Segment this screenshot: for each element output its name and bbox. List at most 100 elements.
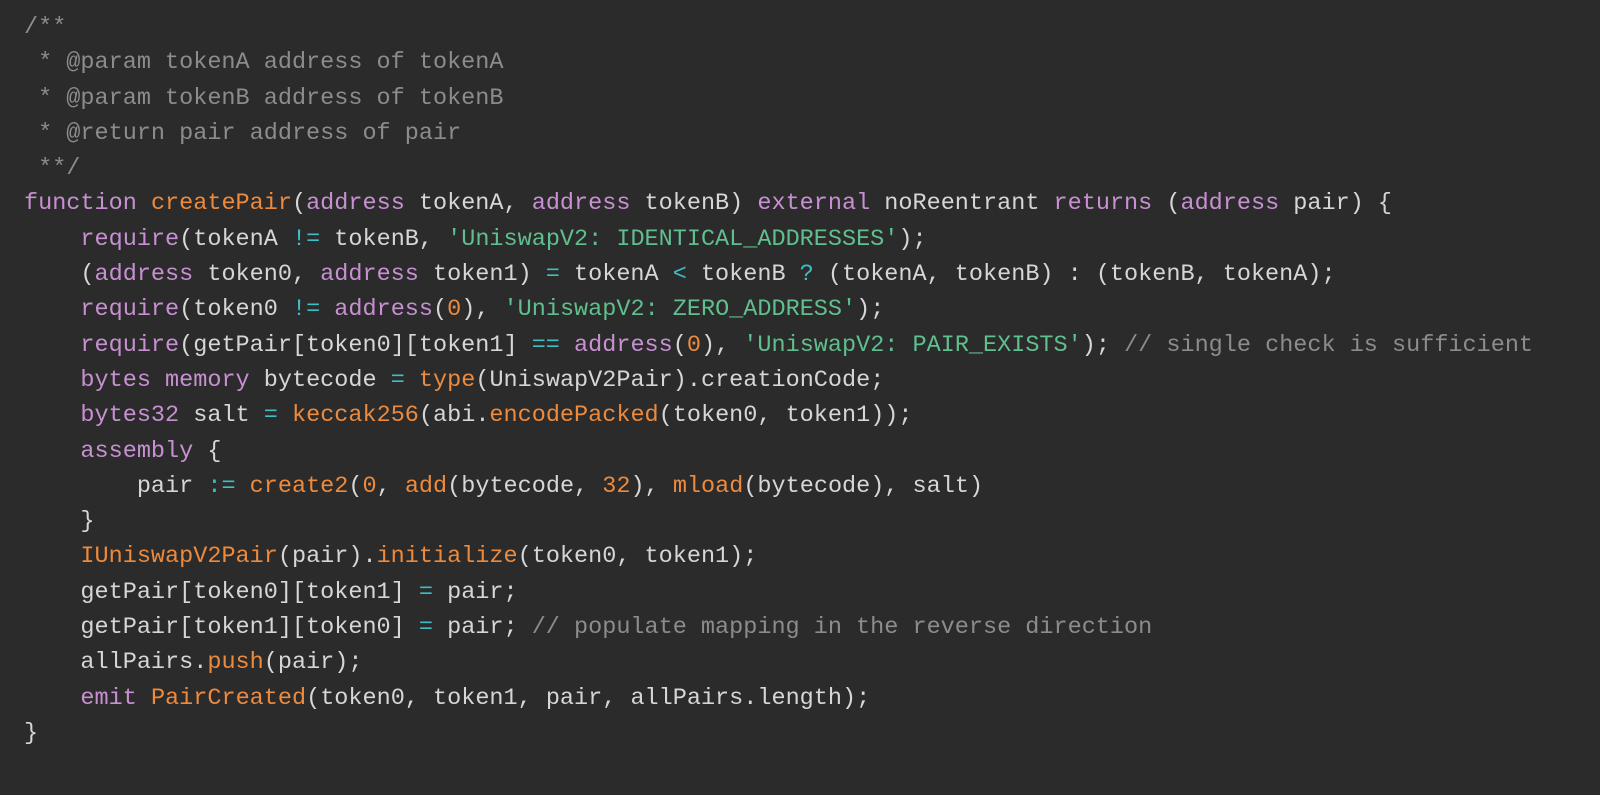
text-token — [24, 367, 80, 394]
function-token: add — [404, 472, 448, 500]
keyword-token: returns — [1053, 190, 1153, 218]
text-token — [151, 367, 165, 394]
keyword-token: address — [320, 261, 419, 289]
operator-token: = — [418, 578, 433, 606]
text-token — [24, 543, 80, 570]
code-line-5: **/ — [24, 151, 1533, 186]
keyword-token: address — [334, 296, 434, 324]
comment-token: * @return pair address of pair — [24, 119, 462, 147]
code-line-20: emit PairCreated(token0, token1, pair, a… — [24, 681, 1533, 716]
text-token — [24, 438, 80, 465]
code-line-3: * @param tokenB address of tokenB — [24, 81, 1533, 116]
text-token: (bytecode, — [447, 472, 603, 500]
text-token — [405, 367, 419, 394]
text-token: (tokenA, tokenB) : (tokenB, tokenA); — [813, 261, 1336, 289]
keyword-token: address — [1180, 190, 1280, 218]
function-token: push — [207, 649, 264, 677]
text-token — [137, 190, 151, 217]
text-token: tokenA, — [404, 190, 532, 218]
text-token: ), — [630, 472, 673, 500]
text-token: ( — [433, 296, 448, 324]
text-token: ( — [672, 331, 687, 359]
comment-token: // single check is sufficient — [1124, 331, 1534, 359]
keyword-token: address — [531, 190, 631, 218]
function-token: type — [418, 366, 476, 394]
text-token: getPair[token0][token1] — [24, 578, 419, 606]
comment-token: **/ — [24, 155, 81, 183]
text-token: salt — [179, 402, 264, 430]
code-line-21: } — [24, 716, 1533, 751]
code-line-1: /** — [24, 10, 1533, 45]
comment-token: /** — [24, 14, 67, 41]
text-token: { — [193, 437, 222, 465]
text-token — [320, 296, 334, 323]
string-token: 'UniswapV2: IDENTICAL_ADDRESSES' — [447, 225, 899, 253]
operator-token: ? — [799, 261, 814, 289]
text-token — [560, 332, 574, 359]
keyword-token: external — [757, 190, 871, 218]
text-token: (pair); — [263, 649, 363, 677]
function-token: PairCreated — [150, 684, 307, 712]
text-token — [24, 685, 80, 712]
text-token: tokenB — [686, 261, 800, 289]
string-token: 'UniswapV2: PAIR_EXISTS' — [743, 331, 1082, 359]
text-token: } — [24, 719, 39, 747]
function-token: encodePacked — [489, 402, 659, 430]
operator-token: = — [545, 261, 560, 289]
comment-token: * @param tokenA address of tokenA — [24, 49, 504, 77]
code-line-8: (address token0, address token1) = token… — [24, 257, 1533, 292]
text-token: (getPair[token0][token1] — [179, 331, 532, 359]
code-line-6: function createPair(address tokenA, addr… — [24, 186, 1533, 221]
text-token: tokenA — [559, 261, 673, 289]
operator-token: == — [531, 331, 560, 359]
keyword-token: assembly — [80, 437, 194, 465]
operator-token: = — [263, 402, 278, 430]
code-line-15: } — [24, 504, 1533, 539]
function-token: initialize — [376, 543, 518, 571]
comment-token: * @param tokenB address of tokenB — [24, 84, 504, 112]
operator-token: != — [291, 296, 321, 324]
keyword-token: emit — [80, 684, 137, 712]
function-token: createPair — [150, 190, 292, 218]
text-token: pair; — [432, 614, 532, 642]
keyword-token: address — [94, 261, 194, 289]
text-token: tokenB) — [630, 190, 758, 218]
text-token: , — [376, 472, 405, 500]
text-token: bytecode — [249, 366, 391, 394]
keyword-token: require — [80, 225, 180, 253]
text-token — [278, 402, 292, 429]
text-token: ); — [1081, 331, 1125, 359]
code-line-16: IUniswapV2Pair(pair).initialize(token0, … — [24, 539, 1533, 574]
text-token: pair; — [432, 578, 518, 606]
code-line-18: getPair[token1][token0] = pair; // popul… — [24, 610, 1533, 645]
code-line-13: assembly { — [24, 434, 1533, 469]
keyword-token: memory — [165, 366, 250, 394]
comment-token: // populate mapping in the reverse direc… — [531, 614, 1153, 642]
code-line-2: * @param tokenA address of tokenA — [24, 45, 1533, 80]
function-token: IUniswapV2Pair — [80, 543, 278, 571]
text-token: } — [24, 508, 95, 536]
function-token: keccak256 — [291, 402, 419, 430]
text-token — [24, 332, 80, 359]
text-token: token0, — [193, 261, 321, 289]
text-token — [137, 685, 151, 712]
text-token: tokenB, — [320, 225, 448, 253]
text-token: ); — [856, 296, 885, 324]
keyword-token: bytes — [80, 366, 151, 394]
code-line-17: getPair[token0][token1] = pair; — [24, 575, 1533, 610]
number-token: 32 — [602, 472, 631, 500]
text-token: allPairs. — [24, 649, 208, 677]
text-token: (token0, token1)); — [658, 402, 913, 430]
text-token: (UniswapV2Pair).creationCode; — [475, 366, 885, 394]
text-token: ( — [1152, 190, 1181, 218]
keyword-token: address — [306, 190, 405, 218]
text-token: (token0, token1, pair, allPairs.length); — [306, 684, 871, 712]
keyword-token: require — [80, 296, 180, 324]
operator-token: < — [672, 261, 687, 289]
code-line-4: * @return pair address of pair — [24, 116, 1533, 151]
operator-token: = — [390, 366, 405, 394]
text-token — [24, 226, 80, 253]
code-editor[interactable]: /** * @param tokenA address of tokenA * … — [24, 10, 1533, 751]
keyword-token: function — [24, 190, 137, 218]
text-token: (tokenA — [179, 225, 292, 253]
